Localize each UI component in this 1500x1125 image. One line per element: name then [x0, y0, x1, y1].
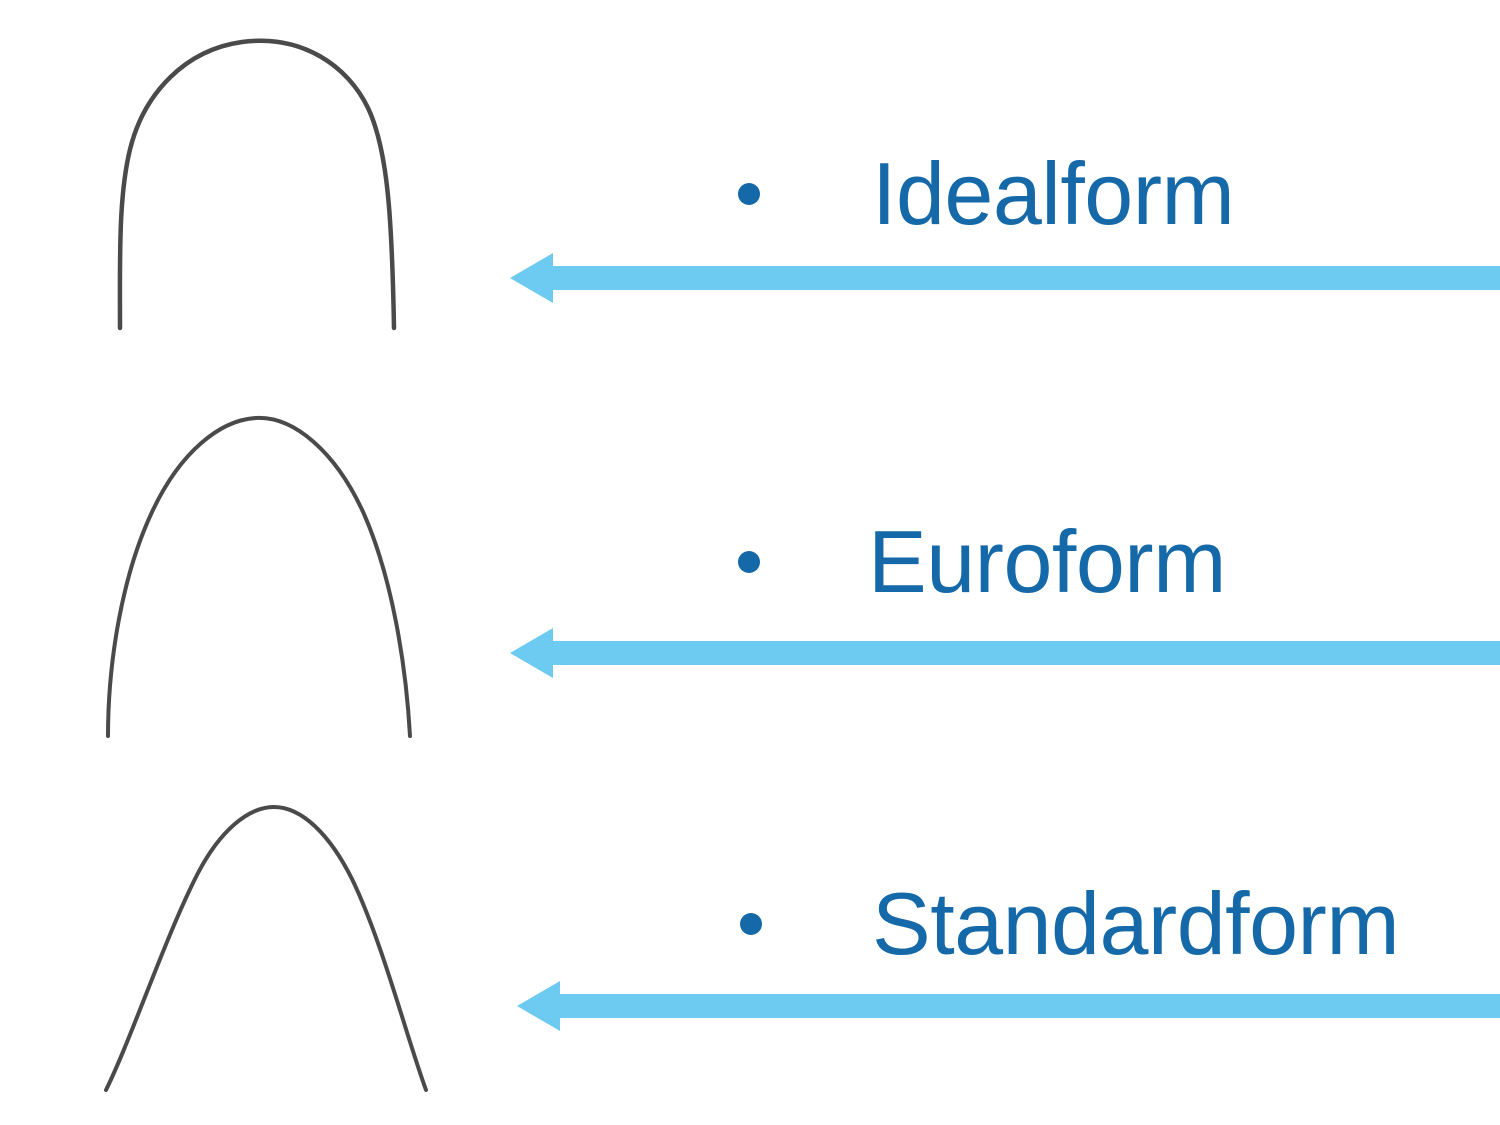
pointer-arrow-euroform [505, 625, 1500, 681]
pointer-arrow-idealform [505, 250, 1500, 306]
archwire-standardform [80, 785, 480, 1125]
list-item-label: Standardform [872, 874, 1400, 973]
list-item-label: Euroform [868, 512, 1226, 611]
list-item-idealform[interactable]: Idealform [738, 144, 1235, 243]
pointer-arrow-standardform [512, 978, 1500, 1034]
bullet-dot-icon [738, 183, 760, 205]
archwire-euroform [80, 400, 480, 760]
list-item-euroform[interactable]: Euroform [738, 518, 1226, 606]
list-item-standardform[interactable]: Standardform [740, 874, 1400, 973]
bullet-dot-icon [740, 913, 762, 935]
list-item-label: Idealform [872, 144, 1235, 243]
archwire-idealform [80, 10, 480, 370]
bullet-dot-icon [738, 551, 760, 573]
